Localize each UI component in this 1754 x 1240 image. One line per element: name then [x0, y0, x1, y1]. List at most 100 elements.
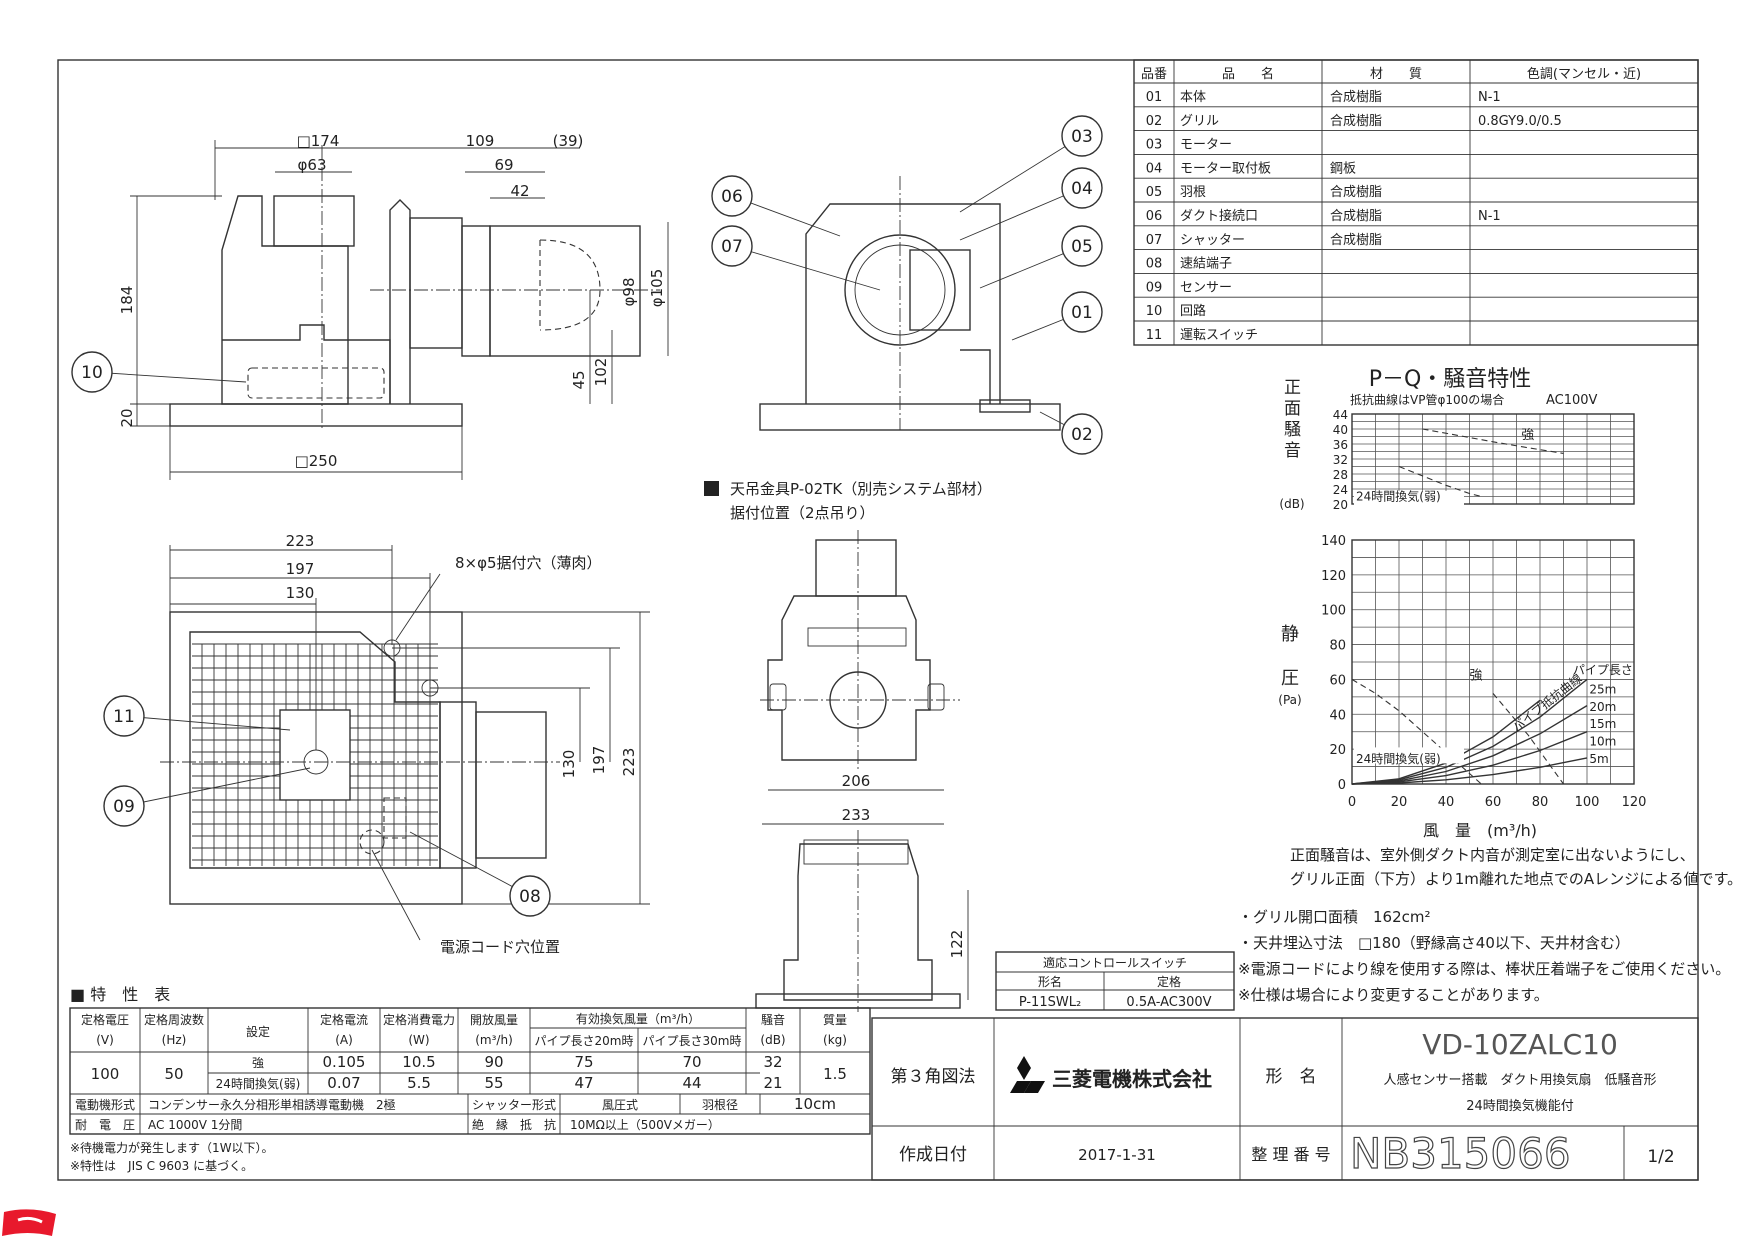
pressure-ylabel-1: 静 — [1281, 624, 1299, 645]
shutter-label: シャッター形式 — [472, 1098, 556, 1112]
motor-label: 電動機形式 — [75, 1097, 135, 1112]
insulation-value: 10MΩ以上（500Vメガー） — [570, 1118, 720, 1132]
noise-ylabel: 正面騒音 — [1280, 378, 1301, 462]
parts-cell: ダクト接続口 — [1180, 208, 1258, 224]
withstand-label: 耐 電 圧 — [75, 1118, 135, 1132]
pipe-length-tag: 25m — [1589, 682, 1616, 696]
creation-date: 2017-1-31 — [1078, 1146, 1156, 1164]
model-number: VD-10ZALC10 — [1422, 1028, 1618, 1061]
pq-subtitle: 抵抗曲線はVP管φ100の場合 — [1350, 392, 1504, 407]
parts-cell: シャッター — [1180, 233, 1245, 248]
side-view: □174 109 (39) φ63 69 42 184 20 □250 45 1… — [118, 132, 669, 480]
val-voltage: 100 — [91, 1065, 120, 1083]
note-spec-change: ※仕様は場合により変更することがあります。 — [1238, 986, 1549, 1004]
dim-233: 233 — [842, 806, 871, 824]
col-mass: 質量 — [823, 1012, 847, 1027]
pipe-length-tag: 20m — [1589, 700, 1616, 714]
col-freq: 定格周波数 — [144, 1012, 204, 1027]
noise-label-strong: 強 — [1521, 428, 1534, 443]
noise-label-24h: 24時間換気(弱) — [1356, 488, 1441, 503]
company-name: 三菱電機株式会社 — [1052, 1067, 1212, 1091]
callout-number: 06 — [721, 187, 743, 207]
shutter-value: 風圧式 — [602, 1098, 638, 1112]
col-open-flow-unit: (m³/h) — [475, 1033, 513, 1047]
airflow-tick: 20 — [1391, 795, 1408, 810]
parts-cell: 0.8GY9.0/0.5 — [1478, 114, 1562, 129]
parts-cell: モーター — [1180, 138, 1232, 153]
parts-header-no: 品番 — [1141, 67, 1167, 82]
callout-number: 11 — [113, 707, 135, 727]
callout-number: 08 — [519, 887, 541, 907]
char-cell-setting: 24時間換気(弱) — [216, 1076, 301, 1091]
page-indicator: 1/2 — [1647, 1147, 1674, 1167]
withstand-value: AC 1000V 1分間 — [148, 1118, 242, 1132]
col-mass-unit: (kg) — [823, 1033, 847, 1047]
airflow-tick: 120 — [1622, 795, 1647, 810]
airflow-tick: 60 — [1485, 795, 1502, 810]
insulation-label: 絶 縁 抵 抗 — [472, 1117, 556, 1132]
noise-tick: 28 — [1333, 468, 1348, 482]
parts-header-name: 品 名 — [1222, 66, 1274, 82]
switch-rating: 0.5A-AC300V — [1126, 995, 1211, 1010]
parts-cell: 07 — [1146, 233, 1163, 248]
hanger-subtitle: 据付位置（2点吊り） — [730, 504, 875, 522]
jis-note: ※特性は JIS C 9603 に基づく。 — [70, 1158, 253, 1173]
parts-cell: 合成樹脂 — [1330, 185, 1382, 200]
mount-holes-label: 8×φ5据付穴（薄肉） — [455, 554, 602, 572]
col-open-flow: 開放風量 — [470, 1012, 518, 1027]
char-cell-open: 55 — [484, 1074, 503, 1092]
airflow-tick: 80 — [1532, 795, 1549, 810]
pq-note-2: グリル正面（下方）より1m離れた地点でのAレンジによる値です。 — [1290, 870, 1742, 888]
pipe-length-label: パイプ長さ — [1573, 663, 1633, 677]
dim-98: φ98 — [620, 278, 638, 307]
plan-view: 223 197 130 8×φ5据付穴（薄肉） 130 197 223 電源コー… — [160, 532, 650, 956]
char-cell-p30: 44 — [682, 1074, 701, 1092]
callout-circle — [1061, 291, 1103, 333]
callout-number: 10 — [81, 363, 103, 383]
char-cell-p20: 47 — [574, 1074, 593, 1092]
dim-42: 42 — [510, 182, 529, 200]
noise-tick: 36 — [1333, 438, 1348, 452]
note-grille-area: ・グリル開口面積 162cm² — [1238, 908, 1431, 926]
pq-title: P－Q・騒音特性 — [1369, 367, 1532, 392]
pipe-resistance-label: パイプ抵抗曲線 — [1509, 671, 1584, 735]
dim-45: 45 — [570, 370, 588, 389]
drawing-number-label: 整 理 番 号 — [1251, 1145, 1330, 1164]
parts-cell: 合成樹脂 — [1330, 114, 1382, 129]
parts-cell: 05 — [1146, 185, 1163, 200]
parts-cell: 合成樹脂 — [1330, 209, 1382, 224]
parts-cell: 02 — [1146, 114, 1163, 129]
col-freq-unit: (Hz) — [162, 1033, 187, 1047]
callout-number: 01 — [1071, 303, 1093, 323]
callout-circle — [509, 875, 551, 917]
callout-circle — [1061, 413, 1103, 455]
pipe-length-tag: 10m — [1589, 735, 1616, 749]
col-power-unit: (W) — [408, 1033, 429, 1047]
pressure-ylabel-2: 圧 — [1281, 668, 1299, 689]
parts-cell: 本体 — [1180, 90, 1206, 105]
pressure-tick: 80 — [1329, 639, 1346, 654]
pq-note-1: 正面騒音は、室外側ダクト内音が測定室に出ないようにし、 — [1290, 846, 1695, 864]
mitsubishi-logo — [1010, 1056, 1045, 1093]
dim-105: φ105 — [648, 269, 666, 308]
pressure-yunit: (Pa) — [1278, 693, 1301, 707]
dim-63: φ63 — [298, 156, 327, 174]
parts-header-material: 材 質 — [1370, 67, 1422, 82]
parts-header-color: 色調(マンセル・近) — [1527, 66, 1641, 82]
char-cell-power: 5.5 — [407, 1074, 431, 1092]
col-current: 定格電流 — [320, 1012, 368, 1027]
date-label: 作成日付 — [899, 1145, 967, 1165]
callout-number: 07 — [721, 237, 743, 257]
parts-cell: 04 — [1146, 161, 1163, 176]
section-view — [759, 176, 1061, 431]
col-pipe-20m: パイプ長さ20m時 — [535, 1034, 634, 1048]
airflow-tick: 40 — [1438, 795, 1455, 810]
pressure-tick: 20 — [1329, 743, 1346, 758]
switch-h2: 定格 — [1157, 974, 1181, 989]
parts-cell: 羽根 — [1180, 185, 1206, 200]
dim-r130: 130 — [560, 750, 578, 779]
projection-method: 第３角図法 — [891, 1067, 976, 1087]
callout-circle — [1061, 225, 1103, 267]
dim-130: 130 — [286, 584, 315, 602]
char-cell-open: 90 — [484, 1053, 503, 1071]
